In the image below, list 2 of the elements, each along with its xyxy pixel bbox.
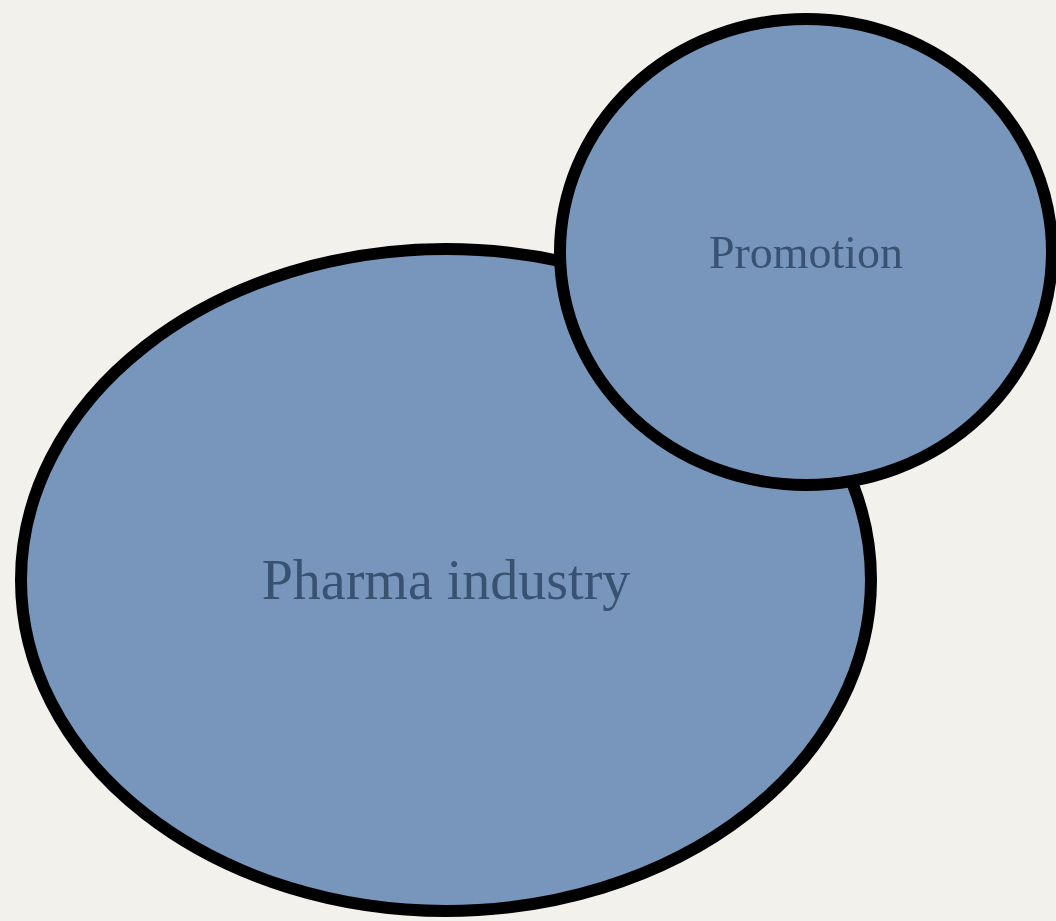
node-label: Pharma industry <box>261 548 631 613</box>
node-label: Promotion <box>708 225 904 280</box>
